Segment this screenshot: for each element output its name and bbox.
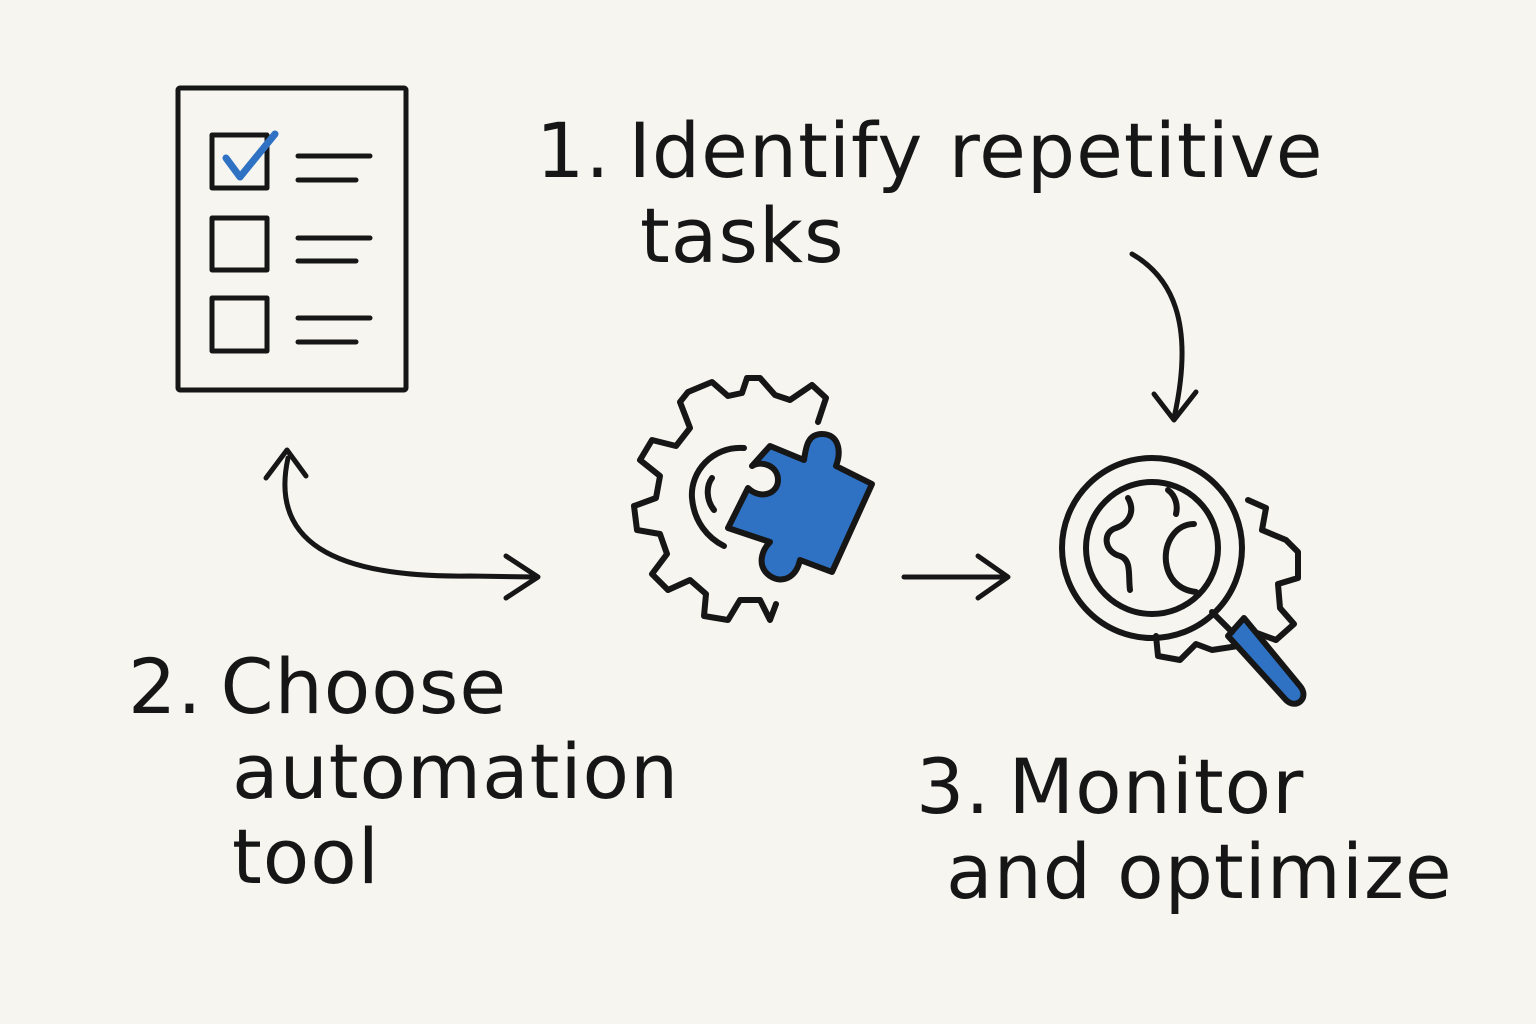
step-1-label: 1.Identify repetitive tasks — [536, 108, 1323, 278]
step-3-title-line2: and optimize — [946, 827, 1453, 917]
arrow-tasks-to-monitor — [1129, 251, 1199, 423]
magnifier-gear-icon — [1059, 455, 1307, 707]
checklist-icon — [175, 85, 409, 393]
step-3-title-line1: Monitor — [1008, 742, 1305, 831]
step-2-label: 2.Choose automation tool — [128, 644, 679, 899]
step-2-title-line2: automation — [232, 727, 680, 817]
gear-puzzle-icon — [631, 375, 875, 623]
step-2-title-line1: Choose — [220, 642, 508, 731]
step-2-number: 2. — [128, 642, 203, 731]
step-3-number: 3. — [916, 742, 991, 831]
puzzle-piece-icon — [725, 431, 875, 583]
step-3-label: 3.Monitor and optimize — [916, 744, 1453, 914]
magnifier-handle — [1225, 615, 1307, 707]
check-mark-icon — [222, 130, 279, 181]
step-2-title-line3: tool — [232, 812, 380, 902]
arrow-tool-to-monitor — [901, 553, 1011, 601]
step-1-title-line2: tasks — [640, 191, 845, 281]
step-1-title-line1: Identify repetitive — [628, 106, 1324, 195]
step-1-number: 1. — [536, 106, 611, 195]
arrow-checklist-to-tool — [263, 447, 541, 601]
